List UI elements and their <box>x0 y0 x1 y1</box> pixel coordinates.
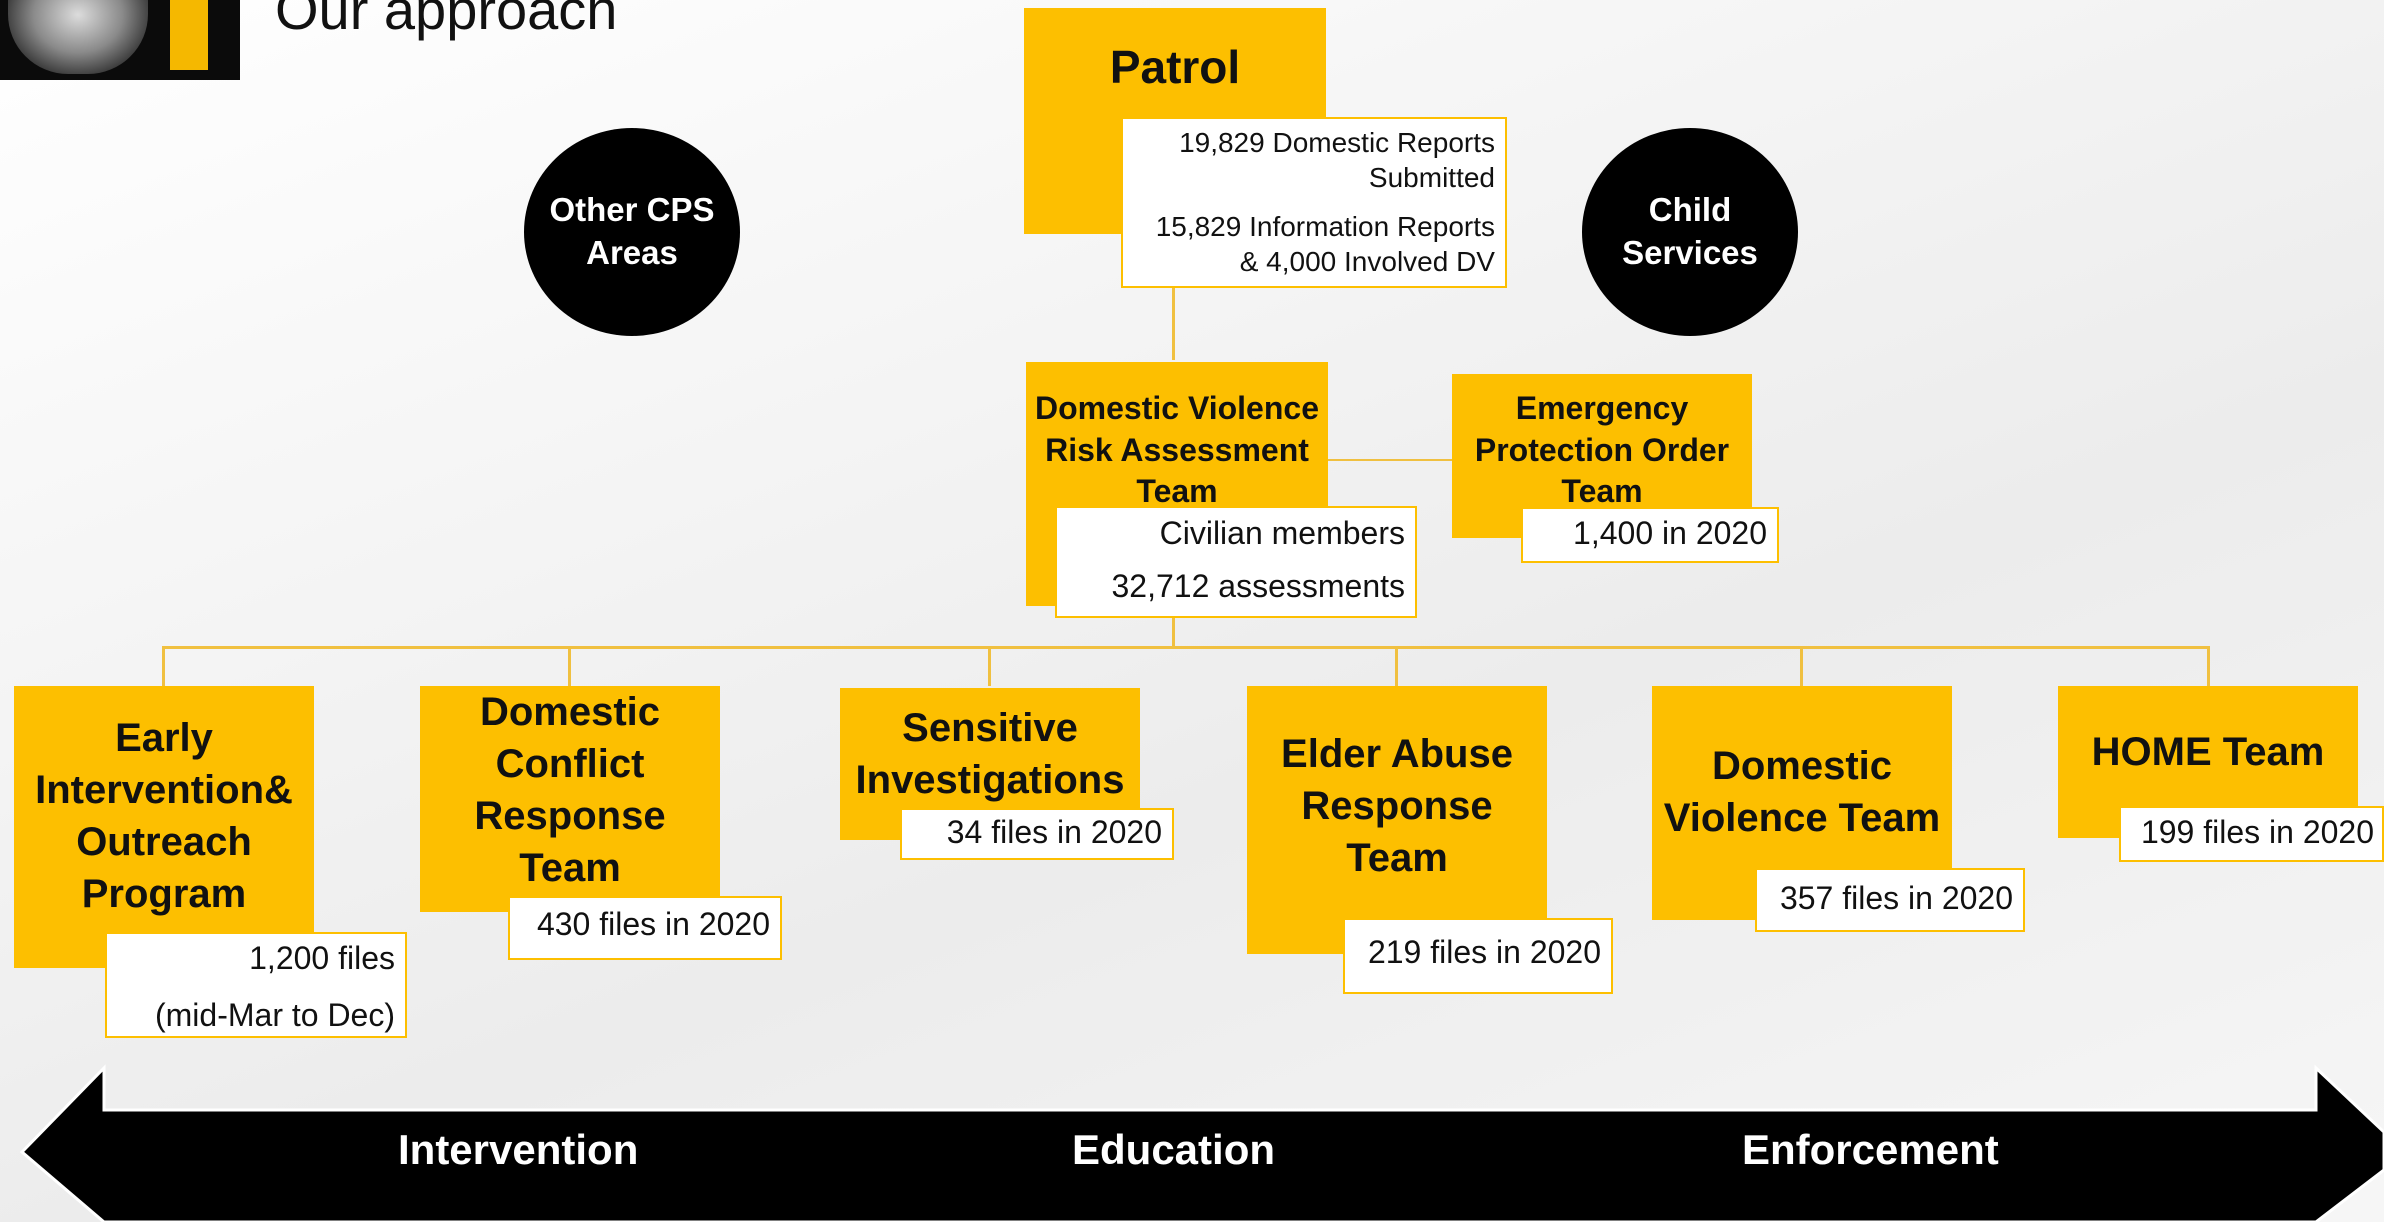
connector-bus <box>162 646 2210 649</box>
team-title-early-intervention: Early Intervention& Outreach Program <box>35 716 293 916</box>
connector-drop-1 <box>162 646 165 686</box>
team-stat-domestic-conflict: 430 files in 2020 <box>536 906 770 942</box>
logo-accent-bar <box>170 0 208 70</box>
patrol-stat-domestic-reports: 19,829 Domestic Reports Submitted <box>1179 127 1495 193</box>
team-stat-sensitive-investigations: 34 files in 2020 <box>946 814 1162 850</box>
circle-left-label: Other CPS Areas <box>549 191 715 271</box>
circle-child-services: Child Services <box>1582 128 1798 336</box>
team-stats-early-intervention: 1,200 files (mid-Mar to Dec) <box>105 932 407 1038</box>
team-stats-sensitive-investigations: 34 files in 2020 <box>900 808 1174 860</box>
team-box-early-intervention: Early Intervention& Outreach Program <box>14 686 314 968</box>
team-title-sensitive-investigations: Sensitive Investigations <box>855 706 1125 802</box>
connector-patrol-dvrat <box>1172 288 1175 360</box>
double-arrow-shape <box>22 1068 2384 1222</box>
patrol-stats-box: 19,829 Domestic Reports Submitted 15,829… <box>1121 117 1507 288</box>
arrow-label-enforcement: Enforcement <box>1742 1126 1999 1173</box>
connector-drop-3 <box>988 646 991 686</box>
circle-right-label: Child Services <box>1622 191 1758 271</box>
dvrat-stats-box: Civilian members 32,712 assessments <box>1055 506 1417 618</box>
connector-drop-6 <box>2207 646 2210 686</box>
epo-title: Emergency Protection Order Team <box>1474 390 1730 510</box>
arrow-label-intervention: Intervention <box>398 1126 639 1173</box>
team-stats-domestic-violence: 357 files in 2020 <box>1755 868 2025 932</box>
dvrat-stat-civilian: Civilian members <box>1159 515 1405 551</box>
circle-other-cps-areas: Other CPS Areas <box>524 128 740 336</box>
arrow-label-education: Education <box>1072 1126 1276 1173</box>
patrol-title: Patrol <box>1109 41 1241 93</box>
connector-drop-2 <box>568 646 571 686</box>
team-box-domestic-conflict: Domestic Conflict Response Team <box>420 686 720 912</box>
dvrat-stat-assessments: 32,712 assessments <box>1111 568 1406 605</box>
team-stat-domestic-violence: 357 files in 2020 <box>1779 880 2013 916</box>
double-arrow-outline <box>19 1064 2384 1222</box>
team-title-domestic-conflict: Domestic Conflict Response Team <box>474 690 666 890</box>
team-box-elder-abuse: Elder Abuse Response Team <box>1247 686 1547 954</box>
page-title: Our approach <box>275 0 618 41</box>
team-stats-elder-abuse: 219 files in 2020 <box>1343 918 1613 994</box>
epo-stat: 1,400 in 2020 <box>1573 515 1767 551</box>
connector-drop-5 <box>1800 646 1803 686</box>
team-stat-home-team: 199 files in 2020 <box>2140 814 2374 850</box>
team-stat-early-intervention-files: 1,200 files <box>249 940 395 976</box>
spectrum-double-arrow <box>19 1064 2384 1222</box>
team-title-domestic-violence: Domestic Violence Team <box>1663 744 1941 840</box>
team-title-elder-abuse: Elder Abuse Response Team <box>1281 732 1513 880</box>
team-stat-early-intervention-period: (mid-Mar to Dec) <box>154 996 395 1033</box>
team-stats-domestic-conflict: 430 files in 2020 <box>508 896 782 960</box>
dvrat-title: Domestic Violence Risk Assessment Team <box>1035 390 1319 510</box>
team-stat-elder-abuse: 219 files in 2020 <box>1367 934 1601 970</box>
connector-drop-4 <box>1395 646 1398 686</box>
connector-dvrat-bus <box>1172 600 1175 648</box>
connector-dvrat-epo <box>1323 459 1453 461</box>
patrol-stat-information-reports: 15,829 Information Reports & 4,000 Invol… <box>1155 211 1495 277</box>
team-stats-home-team: 199 files in 2020 <box>2119 806 2384 862</box>
team-title-home-team: HOME Team <box>2091 730 2325 774</box>
epo-stats-box: 1,400 in 2020 <box>1521 507 1779 563</box>
